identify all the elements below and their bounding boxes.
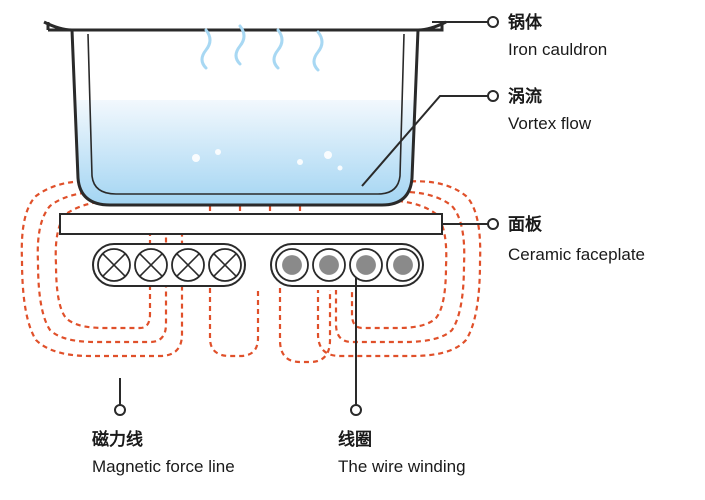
field-line-right-1 xyxy=(316,180,482,358)
field-line-right-2 xyxy=(334,190,466,344)
leader-lines xyxy=(119,21,488,406)
magnetic-field-lines-left xyxy=(20,180,260,358)
label-winding-zh: 线圈 xyxy=(338,429,372,450)
coil-dot-symbol xyxy=(312,248,346,282)
field-line-left-1 xyxy=(20,180,184,358)
coil-cross-symbol xyxy=(134,248,168,282)
iron-cauldron xyxy=(43,20,447,207)
label-magnetic-en: Magnetic force line xyxy=(92,457,235,476)
label-vortex-zh: 涡流 xyxy=(508,86,542,107)
water-bubbles xyxy=(192,149,343,171)
field-line-left-3 xyxy=(54,198,152,330)
coil-dot-symbol xyxy=(349,248,383,282)
label-vortex-en: Vortex flow xyxy=(508,114,592,133)
coil-cross-symbol xyxy=(208,248,242,282)
coil-into-page xyxy=(92,243,246,287)
label-cauldron-en: Iron cauldron xyxy=(508,40,607,59)
label-faceplate-zh: 面板 xyxy=(508,214,543,235)
field-line-right-5 xyxy=(278,288,332,364)
coil-cross-symbol xyxy=(97,248,131,282)
pot-rim xyxy=(43,20,447,32)
coil-out-of-page xyxy=(270,243,424,287)
label-cauldron-zh: 锅体 xyxy=(508,12,543,33)
label-faceplate-en: Ceramic faceplate xyxy=(508,245,645,264)
coil-dot-symbol xyxy=(275,248,309,282)
leader-vortex xyxy=(361,95,488,187)
field-line-right-3 xyxy=(350,198,448,330)
label-magnetic-zh: 磁力线 xyxy=(92,429,143,450)
pot-inner-wall xyxy=(87,33,405,195)
water xyxy=(72,100,418,205)
leader-endpoints xyxy=(114,16,499,416)
coil-cross-symbol xyxy=(171,248,205,282)
steam-wisps xyxy=(200,24,324,72)
field-line-left-5 xyxy=(208,288,260,358)
coil-dot-symbol xyxy=(386,248,420,282)
label-winding-en: The wire winding xyxy=(338,457,466,476)
ceramic-faceplate xyxy=(59,213,443,235)
field-line-left-2 xyxy=(36,190,168,344)
